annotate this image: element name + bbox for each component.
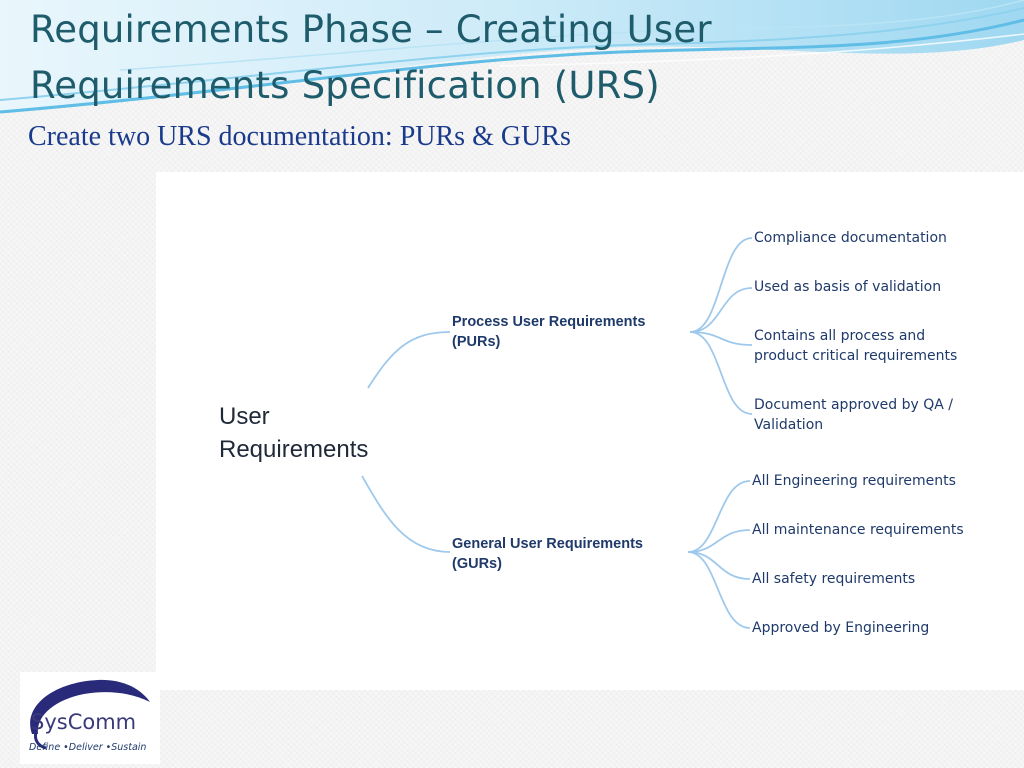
connector-gurs-leaf-3 [687,551,751,580]
logo-swoosh-icon [30,679,150,750]
branch-gurs-line2: (GURs) [452,556,502,572]
leaf-gurs-1-text: All Engineering requirements [752,473,956,489]
branch-purs-line1: Process User Requirements [452,314,646,330]
connector-purs-leaf-4 [689,331,753,415]
leaf-purs-2-text: Used as basis of validation [754,279,942,295]
leaf-gurs-1: All Engineering requirements [752,472,992,492]
slide-title: Requirements Phase – Creating User Requi… [30,2,712,114]
slide-title-line1: Requirements Phase – Creating User [30,8,712,51]
syscomm-logo [20,672,160,764]
diagram-panel [156,172,1024,690]
leaf-purs-4-line1: Document approved by QA / [754,397,953,413]
header-wave-decoration [0,0,1024,114]
leaf-gurs-2-text: All maintenance requirements [752,522,964,538]
connector-purs-leaf-3 [689,331,753,346]
connector-root-to-purs [367,331,451,389]
leaf-gurs-4: Approved by Engineering [752,619,992,639]
logo-name: SysComm [31,710,137,734]
connector-purs-leaf-1 [689,237,753,333]
logo-tagline: Define •Deliver •Sustain [29,742,147,753]
connector-gurs-leaf-4 [687,551,751,629]
slide-title-line2: Requirements Specification (URS) [30,64,660,107]
leaf-purs-3: Contains all process and product critica… [754,327,994,366]
branch-gurs-line1: General User Requirements [452,536,643,552]
leaf-purs-3-line1: Contains all process and [754,328,926,344]
leaf-gurs-2: All maintenance requirements [752,521,992,541]
leaf-purs-1: Compliance documentation [754,229,994,249]
leaf-gurs-3: All safety requirements [752,570,992,590]
branch-purs-line2: (PURs) [452,334,501,350]
connector-gurs-leaf-1 [687,480,751,553]
connector-purs-leaf-2 [689,287,753,333]
root-node-user-requirements: User Requirements [219,400,419,466]
leaf-purs-4: Document approved by QA / Validation [754,396,994,435]
connector-root-to-gurs [361,475,451,553]
root-node-line1: User [219,403,270,430]
connector-gurs-leaf-2 [687,529,751,553]
leaf-purs-4-line2: Validation [754,416,824,433]
branch-node-gurs: General User Requirements (GURs) [452,534,692,574]
root-node-line2: Requirements [219,436,369,463]
leaf-purs-3-line2: product critical requirements [754,347,958,364]
leaf-purs-1-text: Compliance documentation [754,230,947,246]
slide-subtitle: Create two URS documentation: PURs & GUR… [28,121,571,152]
branch-node-purs: Process User Requirements (PURs) [452,312,692,352]
leaf-gurs-4-text: Approved by Engineering [752,620,930,636]
leaf-gurs-3-text: All safety requirements [752,571,916,587]
leaf-purs-2: Used as basis of validation [754,278,994,298]
